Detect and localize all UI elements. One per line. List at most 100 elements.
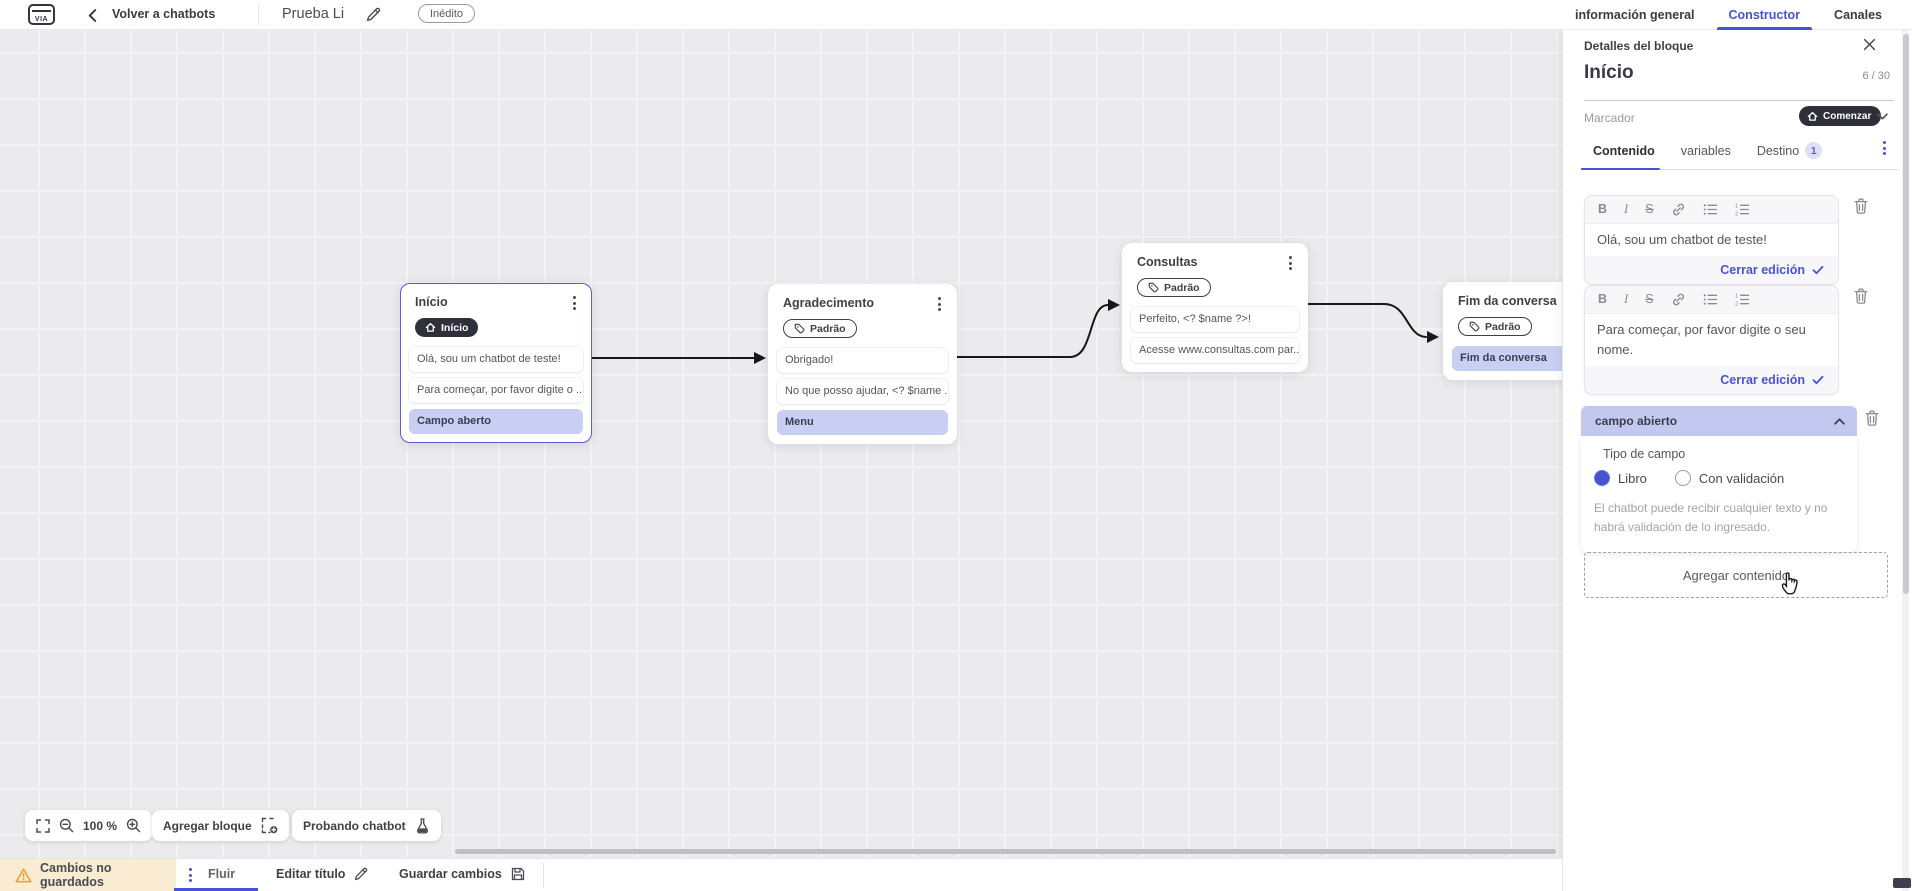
node-row[interactable]: Olá, sou um chatbot de teste!	[409, 347, 583, 372]
fullscreen-icon[interactable]	[36, 818, 50, 833]
close-edit-label: Cerrar edición	[1720, 263, 1805, 278]
editor-text-input[interactable]: Para começar, por favor digite o seu nom…	[1585, 314, 1838, 367]
node-row[interactable]: Menu	[777, 410, 948, 435]
delete-content-trash-icon[interactable]	[1854, 198, 1868, 214]
topbar-tab-informacio-n-general[interactable]: información general	[1575, 8, 1695, 22]
home-icon	[425, 322, 436, 333]
field-helper-text: El chatbot puede recibir cualquier texto…	[1594, 501, 1828, 534]
block-name-input[interactable]: Início	[1584, 62, 1634, 83]
panel-tab-variables[interactable]: variables	[1681, 142, 1731, 163]
marker-dropdown[interactable]: Comenzar	[1799, 106, 1882, 126]
node-row[interactable]: Campo aberto	[409, 409, 583, 434]
node-row[interactable]: Perfeito, <? $name ?>!	[1131, 307, 1299, 332]
chevron-down-icon[interactable]	[1877, 113, 1888, 120]
panel-tab-destino[interactable]: Destino 1	[1756, 142, 1823, 163]
connector-arrows	[591, 299, 1439, 364]
edit-title-pencil-icon[interactable]	[366, 7, 381, 22]
delete-open-field-trash-icon[interactable]	[1865, 410, 1879, 426]
tag-icon	[794, 323, 805, 334]
topbar-divider	[258, 5, 259, 25]
edit-title-label: Editar título	[276, 867, 346, 881]
topbar-tab-canales[interactable]: Canales	[1834, 8, 1882, 22]
radio-label-con-validacio-n: Con validación	[1698, 470, 1785, 486]
flow-tab[interactable]: Fluir	[208, 867, 236, 881]
home-icon	[1807, 111, 1818, 122]
node-row[interactable]: No que posso ajudar, <? $name ...	[777, 379, 948, 404]
node-kebab-icon[interactable]	[1283, 255, 1297, 271]
panel-tabs-kebab-icon[interactable]	[1877, 140, 1891, 156]
node-header: Consultas	[1131, 253, 1299, 271]
node-badge-label: Padrão	[810, 322, 846, 335]
pencil-icon	[354, 867, 368, 881]
back-to-chatbots-link[interactable]: Volver a chatbots	[112, 7, 216, 21]
zoom-in-icon[interactable]	[126, 818, 141, 833]
bullet-list-icon[interactable]	[1703, 293, 1718, 306]
node-kebab-icon[interactable]	[932, 296, 946, 312]
panel-tab-contenido[interactable]: Contenido	[1593, 142, 1655, 163]
node-row[interactable]: Acesse www.consultas.com par...	[1131, 338, 1299, 363]
strikethrough-icon[interactable]: S	[1645, 292, 1654, 307]
topbar-tabs: información general Constructor Canales	[1575, 0, 1882, 30]
app-logo-icon[interactable]: VIA	[28, 4, 55, 25]
node-badge-label: Padrão	[1485, 320, 1521, 333]
node-row[interactable]: Obrigado!	[777, 348, 948, 373]
top-bar: VIA Volver a chatbots Prueba Li Inédito …	[0, 0, 1912, 30]
close-edit-link[interactable]: Cerrar edición	[1720, 263, 1824, 277]
back-chevron-icon[interactable]	[88, 9, 97, 22]
radio-libro[interactable]	[1594, 470, 1610, 486]
logo-text: VIA	[34, 16, 49, 23]
node-row[interactable]: Para começar, por favor digite o ...	[409, 378, 583, 403]
close-edit-link[interactable]: Cerrar edición	[1720, 373, 1824, 387]
editor-footer: Cerrar edición	[1585, 256, 1838, 284]
chevron-up-icon[interactable]	[1834, 417, 1845, 425]
chatbot-title: Prueba Li	[282, 6, 345, 22]
node-title: Início	[415, 295, 448, 309]
topbar-tab-constructor[interactable]: Constructor	[1716, 0, 1812, 30]
test-chatbot-button[interactable]: Probando chatbot	[292, 810, 441, 841]
node-title: Fim da conversa	[1458, 294, 1557, 308]
warning-icon	[15, 868, 32, 883]
open-field-header[interactable]: campo abierto	[1581, 406, 1857, 436]
close-icon[interactable]	[1863, 38, 1876, 51]
node-row[interactable]: Fim da conversa	[1452, 346, 1562, 371]
bold-icon[interactable]: B	[1598, 292, 1608, 307]
radio-con-validacio-n[interactable]	[1674, 470, 1691, 486]
destination-count-badge: 1	[1805, 142, 1823, 159]
check-icon	[1812, 375, 1824, 385]
flow-tab-kebab-icon[interactable]	[183, 867, 197, 883]
italic-icon[interactable]: I	[1624, 202, 1629, 217]
node-kebab-icon[interactable]	[567, 295, 581, 311]
add-block-button[interactable]: Agregar bloque	[152, 810, 289, 841]
panel-tab-label: Destino	[1756, 143, 1800, 158]
link-icon[interactable]	[1671, 202, 1686, 217]
field-type-label: Tipo de campo	[1603, 447, 1686, 461]
zoom-out-icon[interactable]	[59, 818, 74, 833]
test-chatbot-label: Probando chatbot	[303, 818, 406, 833]
add-content-button[interactable]: Agregar contenido	[1584, 552, 1888, 598]
strikethrough-icon[interactable]: S	[1645, 202, 1654, 217]
bold-icon[interactable]: B	[1598, 202, 1608, 217]
bullet-list-icon[interactable]	[1703, 203, 1718, 216]
italic-icon[interactable]: I	[1624, 292, 1629, 307]
editor-text-input[interactable]: Olá, sou um chatbot de teste!	[1585, 224, 1838, 257]
delete-content-trash-icon[interactable]	[1854, 288, 1868, 304]
node-header: Fim da conversa	[1452, 292, 1562, 310]
unsaved-changes-label: Cambios no guardados	[40, 861, 112, 889]
panel-scrollbar-thumb[interactable]	[1902, 34, 1909, 594]
save-changes-button[interactable]: Guardar cambios	[399, 867, 525, 881]
edit-title-button[interactable]: Editar título	[276, 867, 368, 881]
link-icon[interactable]	[1671, 292, 1686, 307]
canvas-horizontal-scrollbar[interactable]	[455, 849, 1556, 854]
zoom-level: 100 %	[83, 818, 118, 833]
